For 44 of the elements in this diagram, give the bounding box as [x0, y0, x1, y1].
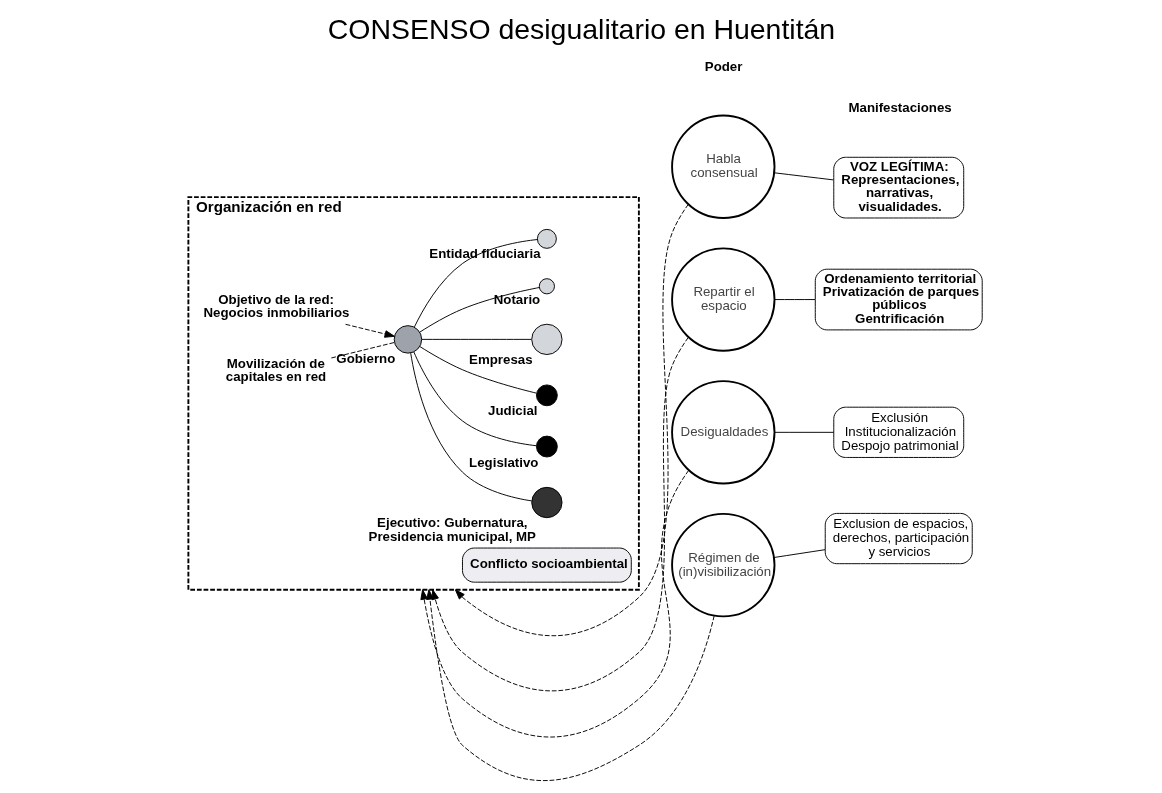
arrow [425, 589, 715, 781]
diagram-title: CONSENSO desigualitario en Huentitán [327, 12, 835, 45]
node-circle: Habla consensual [670, 114, 775, 219]
connector [419, 287, 540, 333]
label: Poder [704, 58, 742, 74]
connector [409, 352, 532, 502]
node-circle [535, 435, 558, 458]
node-label: Judicial [487, 403, 537, 419]
connector [773, 549, 826, 558]
arrow [344, 323, 395, 338]
node-circle [393, 325, 422, 354]
node-text: Movilización de capitales en red [225, 356, 326, 385]
node-box: VOZ LEGÍTIMA: Representaciones, narrativas, visualidades. [832, 156, 964, 219]
connector [420, 338, 532, 340]
node-circle [530, 486, 563, 519]
node-text: Objetivo de la red: Negocios inmobiliarios [203, 291, 350, 320]
node-circle [535, 384, 558, 407]
node-circle: Régimen de (in)visibilización [670, 512, 775, 618]
node-label: Ejecutivo: Gubernatura, Presidencia municipal, MP [368, 515, 536, 544]
node-label: Legislativo [468, 454, 538, 470]
connector [413, 239, 538, 328]
node-label: Empresas [468, 352, 533, 368]
node-box: Ordenamiento territorial Privatización de parques públicos Gentrificación [814, 268, 983, 331]
node-circle [530, 323, 563, 356]
label: Manifestaciones [847, 100, 952, 116]
node-circle [538, 278, 555, 295]
node-box: Exclusion de espacios, derechos, participación y servicios [824, 512, 973, 565]
node-circle: Repartir el espacio [670, 247, 775, 352]
connector [773, 172, 834, 181]
connector [412, 351, 537, 447]
node-label: Entidad fiduciaria [428, 246, 541, 262]
arrow [431, 336, 689, 692]
connector [773, 299, 816, 301]
arrow [454, 203, 689, 637]
node-box: Conflicto socioambiental [461, 547, 632, 583]
node-label: Gobierno [335, 350, 395, 366]
arrow [419, 469, 689, 738]
connector [419, 346, 537, 394]
node-box: Exclusión Institucionalización Despojo patrimonial [832, 406, 964, 458]
connector [773, 431, 834, 433]
node-circle [536, 228, 557, 249]
node-label: Notario [493, 291, 540, 307]
connector [330, 342, 395, 359]
node-circle: Desigualdades [670, 380, 775, 485]
